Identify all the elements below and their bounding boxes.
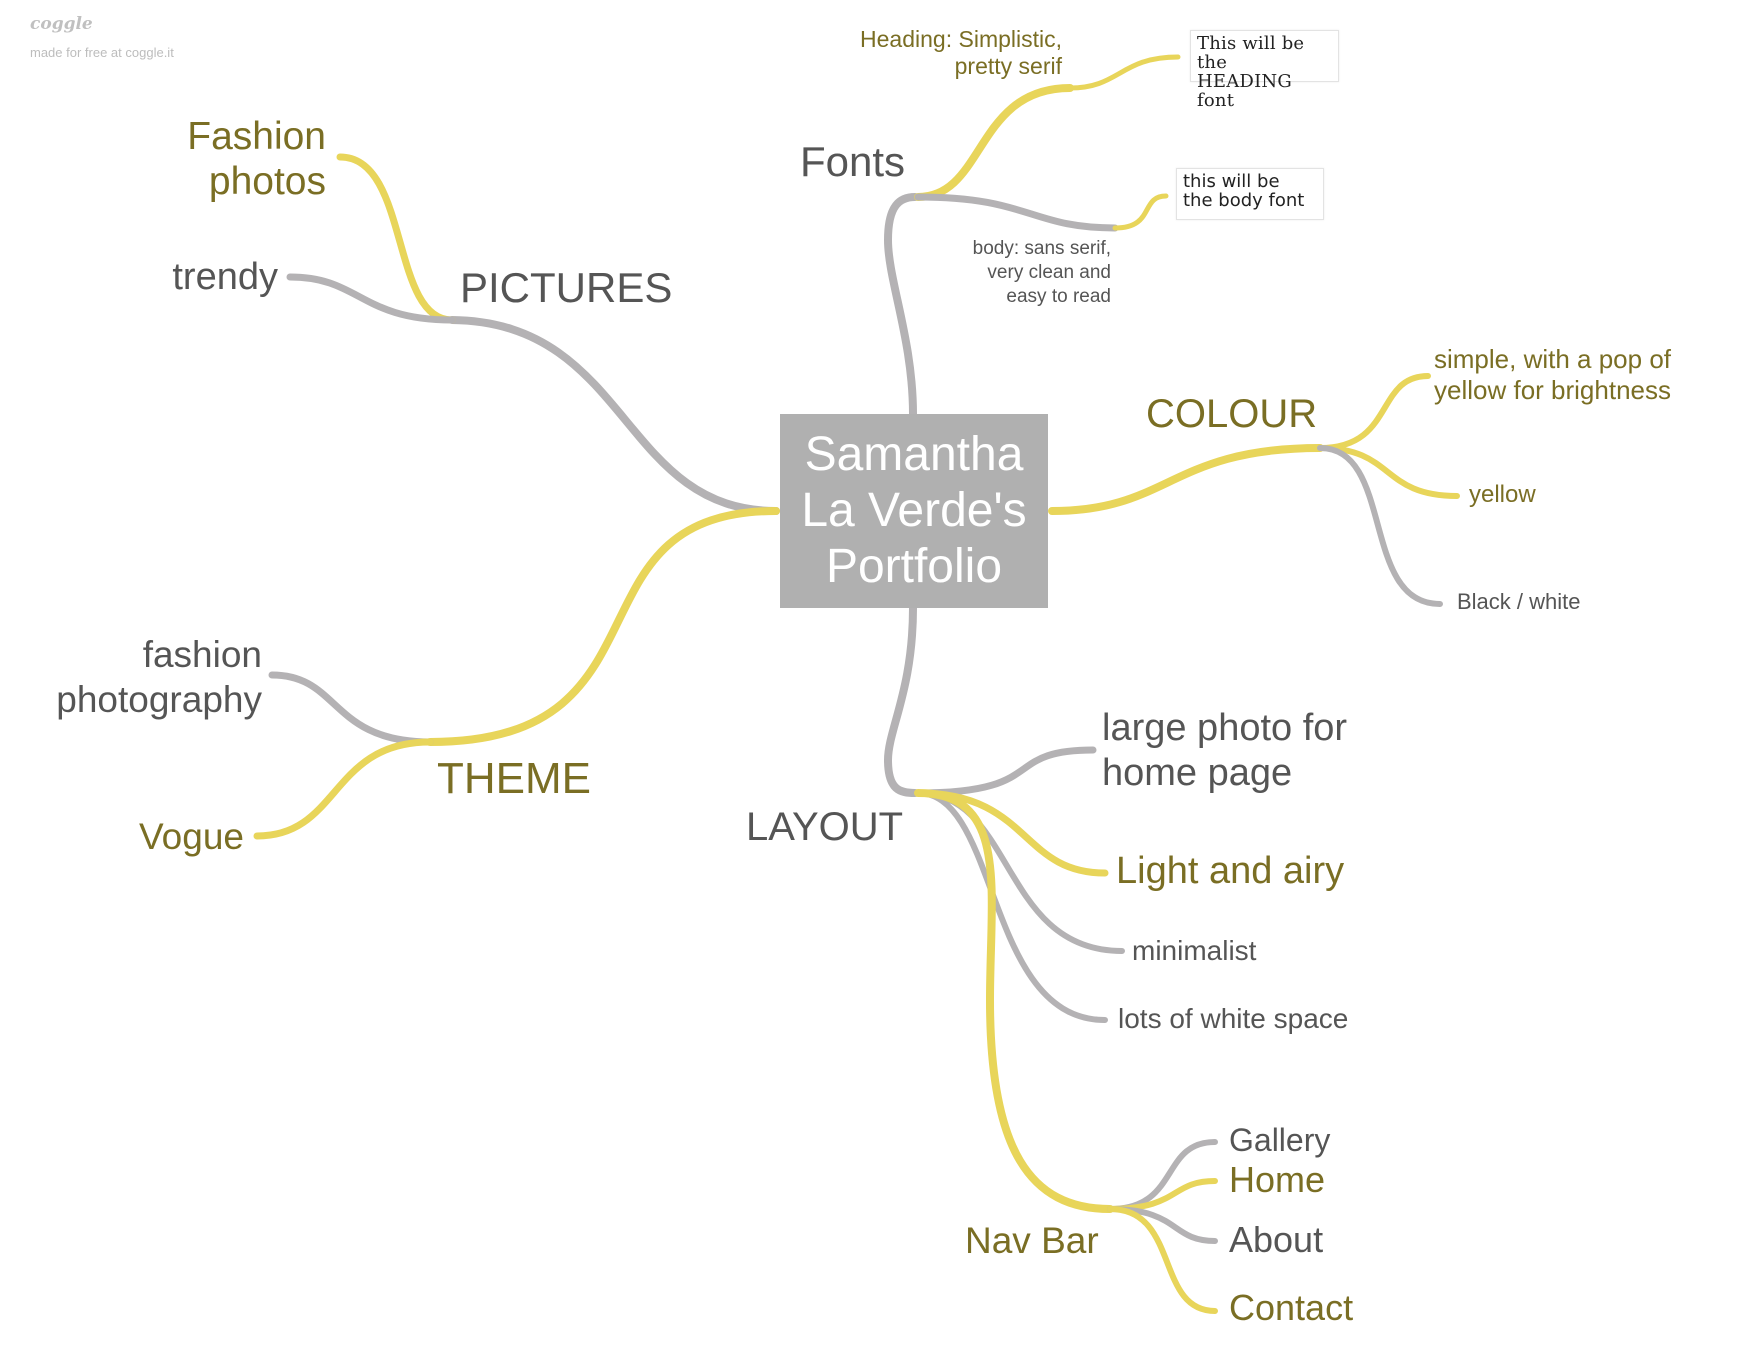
fashion-photos-line-1: Fashion bbox=[187, 115, 326, 158]
central-node[interactable]: Samantha La Verde's Portfolio bbox=[780, 414, 1048, 608]
nav-item-contact[interactable]: Contact bbox=[1229, 1287, 1354, 1328]
branch-central-fonts bbox=[883, 193, 919, 418]
node-theme[interactable]: THEME bbox=[437, 754, 591, 803]
node-vogue[interactable]: Vogue bbox=[139, 816, 244, 857]
branch-nav-contact bbox=[1107, 1206, 1218, 1314]
body-font-sample[interactable]: this will be the body font bbox=[1176, 168, 1324, 220]
body-desc-line-2: very clean and bbox=[987, 261, 1111, 283]
fashion-photography-line-1: fashion bbox=[142, 634, 262, 675]
branch-fonts-heading bbox=[914, 84, 1074, 201]
node-light-airy[interactable]: Light and airy bbox=[1116, 850, 1345, 892]
branch-colour-blackwhite bbox=[1317, 445, 1443, 607]
node-nav-bar[interactable]: Nav Bar bbox=[965, 1220, 1099, 1261]
node-trendy[interactable]: trendy bbox=[172, 256, 278, 298]
nav-item-home[interactable]: Home bbox=[1229, 1159, 1326, 1200]
branch-pictures-fashion bbox=[336, 153, 456, 324]
coggle-logo[interactable]: coggle bbox=[30, 14, 93, 34]
body-desc-line-3: easy to read bbox=[1006, 285, 1111, 307]
node-colour-yellow[interactable]: yellow bbox=[1469, 481, 1536, 508]
branch-layout-navbar bbox=[914, 789, 1114, 1213]
branch-central-theme bbox=[426, 507, 780, 746]
branch-colour-simple bbox=[1317, 373, 1431, 451]
large-photo-line-1: large photo for bbox=[1102, 707, 1348, 749]
branch-colour-yellow bbox=[1317, 445, 1460, 499]
node-colour[interactable]: COLOUR bbox=[1146, 392, 1318, 436]
colour-simple-line-2: yellow for brightness bbox=[1434, 375, 1671, 406]
node-pictures[interactable]: PICTURES bbox=[460, 264, 673, 311]
node-white-space[interactable]: lots of white space bbox=[1118, 1003, 1349, 1034]
heading-sample-line-1: This will be the bbox=[1197, 33, 1305, 73]
node-large-photo[interactable]: large photo for home page bbox=[1102, 706, 1347, 796]
node-fashion-photography[interactable]: fashion photography bbox=[20, 632, 262, 722]
central-line-2: La Verde's bbox=[801, 484, 1027, 538]
heading-desc-line-2: pretty serif bbox=[954, 52, 1062, 79]
node-colour-blackwhite[interactable]: Black / white bbox=[1457, 589, 1581, 614]
heading-desc-line-1: Heading: Simplistic, bbox=[860, 26, 1062, 52]
central-line-1: Samantha bbox=[804, 428, 1024, 482]
large-photo-line-2: home page bbox=[1102, 751, 1293, 794]
node-fonts[interactable]: Fonts bbox=[800, 138, 906, 185]
body-sample-line-1: this will be bbox=[1183, 171, 1280, 192]
node-colour-simple[interactable]: simple, with a pop of yellow for brightn… bbox=[1434, 344, 1671, 406]
branch-layout-largephoto bbox=[914, 746, 1097, 797]
fashion-photos-line-2: photos bbox=[208, 160, 326, 204]
node-heading-description[interactable]: Heading: Simplistic, pretty serif bbox=[840, 26, 1062, 79]
branch-layout-whitespace bbox=[915, 790, 1108, 1023]
branch-central-pictures bbox=[448, 316, 780, 515]
body-desc-line-1: body: sans serif, bbox=[972, 238, 1111, 259]
node-fashion-photos[interactable]: Fashion photos bbox=[150, 114, 326, 204]
branch-central-colour bbox=[1048, 444, 1324, 515]
body-sample-line-2: the body font bbox=[1183, 189, 1305, 211]
heading-font-sample[interactable]: This will be the HEADING font bbox=[1190, 30, 1339, 110]
branch-theme-vogue bbox=[253, 738, 434, 840]
coggle-tagline[interactable]: made for free at coggle.it bbox=[30, 45, 174, 60]
nav-item-gallery[interactable]: Gallery bbox=[1229, 1122, 1331, 1158]
node-minimalist[interactable]: minimalist bbox=[1132, 935, 1257, 966]
branch-central-layout bbox=[883, 604, 919, 797]
colour-simple-line-1: simple, with a pop of bbox=[1434, 344, 1672, 374]
branch-fonts-body bbox=[914, 193, 1119, 232]
branch-heading-sample bbox=[1067, 54, 1181, 91]
heading-sample-line-2: HEADING font bbox=[1197, 70, 1292, 111]
fashion-photography-line-2: photography bbox=[56, 679, 262, 721]
node-layout[interactable]: LAYOUT bbox=[746, 805, 904, 849]
branch-pictures-trendy bbox=[286, 273, 456, 324]
node-body-description[interactable]: body: sans serif, very clean and easy to… bbox=[900, 237, 1111, 308]
nav-item-about[interactable]: About bbox=[1229, 1219, 1324, 1260]
central-line-3: Portfolio bbox=[825, 539, 1003, 593]
branch-theme-fashion bbox=[268, 671, 434, 746]
branch-body-sample bbox=[1112, 193, 1169, 231]
